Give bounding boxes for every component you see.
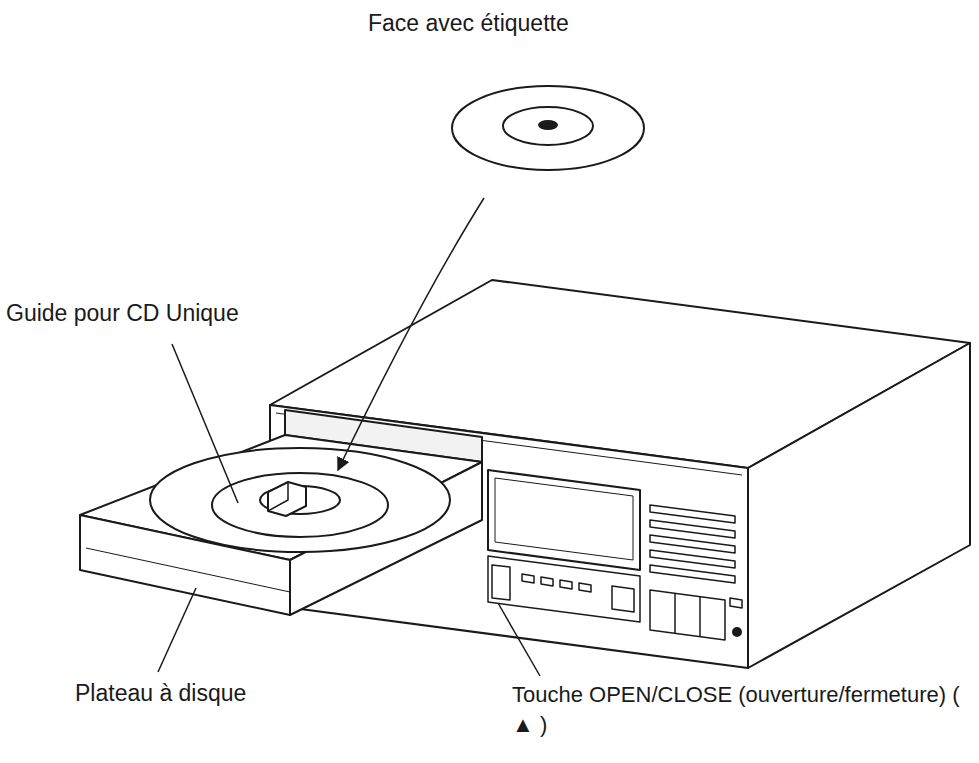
part-label: Plateau à disque (75, 678, 246, 709)
compact-disc (452, 86, 644, 170)
leader-lines (158, 198, 540, 676)
part-label: Face avec étiquette (368, 8, 569, 39)
disc-tray (80, 435, 482, 615)
part-label: Guide pour CD Unique (6, 298, 239, 329)
front-panel-controls (488, 470, 742, 640)
part-label: Touche OPEN/CLOSE (ouverture/fermeture) … (512, 680, 967, 739)
